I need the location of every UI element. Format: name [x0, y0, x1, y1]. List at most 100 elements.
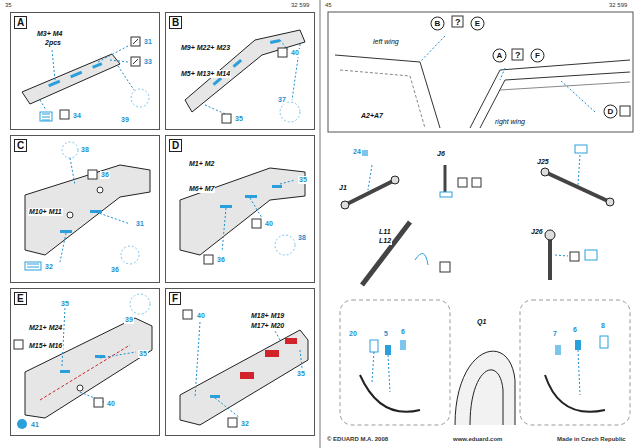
callout-number: 31	[135, 220, 145, 228]
illustration-group	[14, 294, 152, 429]
illustration-path	[360, 375, 420, 412]
callout-number: 41	[30, 421, 40, 429]
callout-number: 6	[572, 326, 578, 334]
part-name: M1+ M2	[188, 160, 215, 168]
illustration-rect	[240, 372, 254, 379]
callout-number: 6	[400, 328, 406, 336]
illustration-rect	[92, 62, 102, 69]
illustration-rect	[575, 145, 587, 153]
step-letter: F	[169, 292, 181, 305]
view-name: right wing	[494, 118, 526, 126]
illustration-rect	[555, 345, 561, 355]
illustration-rect	[131, 37, 140, 46]
callout-number: 36	[100, 171, 110, 179]
illustration-rect	[328, 12, 633, 132]
callout-number: 39	[120, 116, 130, 124]
illustration-line	[300, 350, 302, 368]
illustration-path	[455, 351, 515, 425]
callout-number: 5	[383, 330, 389, 338]
illustration-rect	[48, 80, 60, 87]
illustration-rect	[25, 262, 41, 270]
illustration-line	[555, 255, 568, 256]
illustration-line	[280, 180, 295, 184]
part-name: M17+ M20	[250, 322, 285, 330]
callout-number: 40	[290, 49, 300, 57]
part-name: M15+ M16	[28, 342, 63, 350]
illustration-circle	[62, 142, 78, 158]
illustration-line	[368, 165, 372, 190]
illustration-path	[27, 264, 39, 267]
step-letter: D	[608, 107, 614, 116]
callout-number: 35	[60, 300, 70, 308]
callout-number: 36	[110, 266, 120, 274]
illustration-line	[319, 0, 321, 448]
callout-number: 32	[240, 420, 250, 428]
illustration-polygon	[25, 165, 150, 255]
illustration-rect	[575, 340, 581, 350]
illustration-rect	[452, 16, 463, 27]
illustration-line	[545, 172, 610, 202]
part-name: Q1	[476, 318, 487, 326]
illustration-rect	[520, 300, 630, 425]
page-header: 32 599	[608, 2, 628, 9]
illustration-line	[578, 155, 580, 185]
illustration-line	[420, 36, 445, 62]
part-name: J6	[436, 150, 446, 158]
callout-number: 32	[44, 263, 54, 271]
illustration-rect	[60, 230, 72, 233]
illustration-line	[362, 222, 410, 285]
step-letter: A	[497, 51, 503, 60]
callout-number: 20	[348, 330, 358, 338]
step-letter: E	[14, 292, 27, 305]
illustration-rect	[600, 336, 608, 348]
circle-outline	[531, 49, 544, 62]
callout-number: 38	[297, 234, 307, 242]
illustration-circle	[67, 212, 73, 218]
illustration-rect	[278, 48, 287, 57]
illustration-rect	[340, 300, 450, 425]
callout-number: 34	[72, 112, 82, 120]
illustration-line	[70, 158, 75, 185]
reference-circle: E	[470, 16, 485, 31]
illustration-text: ?	[455, 17, 461, 27]
illustration-line	[222, 208, 226, 252]
part-name: 2pcs	[44, 39, 62, 47]
part-name: L11	[378, 228, 392, 236]
part-name: M6+ M7	[188, 185, 215, 193]
illustration-group	[180, 310, 308, 427]
illustration-rect	[270, 39, 280, 44]
illustration-path	[415, 254, 428, 265]
illustration-line	[100, 352, 136, 358]
illustration-circle	[545, 230, 555, 240]
footer-note: www.eduard.com	[452, 436, 503, 443]
reference-circle: B	[430, 16, 445, 31]
illustration-rect	[60, 370, 70, 373]
illustration-group: ? ?	[328, 12, 633, 132]
step-panel: F	[165, 288, 315, 436]
illustration-rect	[370, 340, 378, 352]
callout-number: 24	[352, 148, 362, 156]
illustration-line	[110, 60, 128, 62]
illustration-line	[60, 233, 66, 262]
step-letter: E	[475, 19, 480, 28]
illustration-line	[372, 352, 374, 382]
illustration-path	[42, 114, 50, 120]
part-name: M18+ M19	[250, 312, 285, 320]
illustration-line	[388, 355, 390, 392]
illustration-path	[340, 70, 425, 128]
callout-number: 37	[277, 96, 287, 104]
illustration-rect	[14, 340, 23, 349]
circle-outline	[471, 17, 484, 30]
part-name: M21+ M24	[28, 324, 63, 332]
illustration-group	[25, 142, 150, 270]
illustration-rect	[440, 262, 450, 272]
part-name: M9+ M22+ M23	[180, 44, 231, 52]
illustration-path	[133, 59, 138, 64]
part-name: A2+A7	[360, 112, 384, 120]
reference-circle: F	[530, 48, 545, 63]
callout-number: 35	[296, 370, 306, 378]
callout-number: 36	[216, 256, 226, 264]
illustration-polygon	[180, 168, 305, 255]
illustration-line	[250, 198, 262, 218]
circle-outline	[493, 49, 506, 62]
